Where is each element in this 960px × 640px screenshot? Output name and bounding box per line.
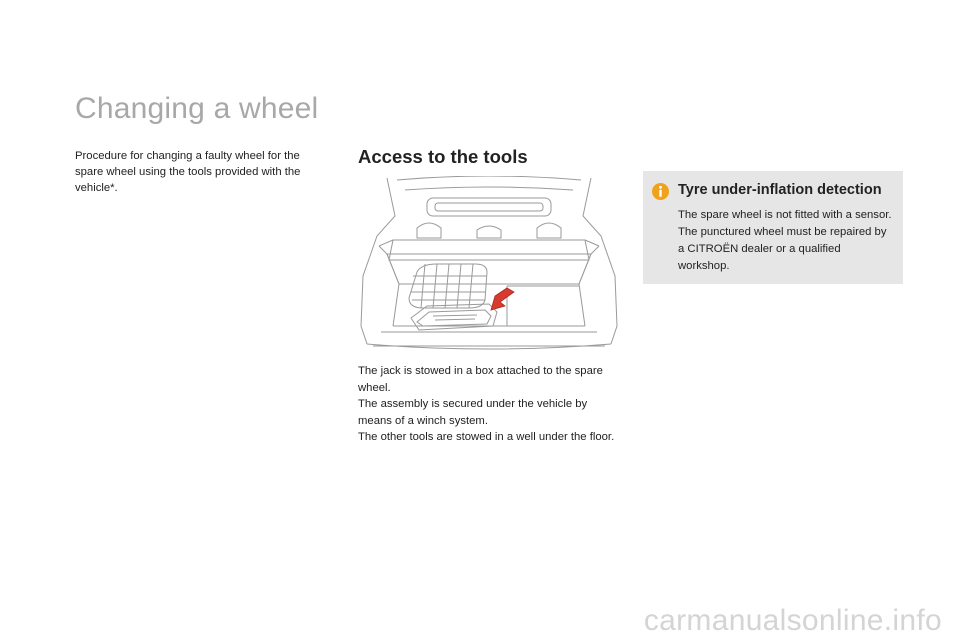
info-icon [652, 183, 669, 200]
car-boot-illustration [360, 176, 618, 350]
access-description: The jack is stowed in a box attached to … [358, 363, 620, 446]
watermark: carmanualsonline.info [643, 604, 942, 637]
paragraph-jack-stowage: The jack is stowed in a box attached to … [358, 365, 603, 394]
paragraph-other-tools: The other tools are stowed in a well und… [358, 431, 615, 443]
highlight-arrow [490, 287, 515, 311]
info-box-title: Tyre under-inflation detection [678, 182, 882, 198]
info-box-tyre-detection: Tyre under-inflation detection The spare… [643, 171, 903, 284]
info-box-text: The spare wheel is not fitted with a sen… [678, 209, 892, 272]
intro-paragraph: Procedure for changing a faulty wheel fo… [75, 150, 301, 194]
page-title: Changing a wheel [75, 92, 319, 125]
paragraph-winch-system: The assembly is secured under the vehicl… [358, 398, 588, 427]
section-title-access-tools: Access to the tools [358, 146, 528, 167]
